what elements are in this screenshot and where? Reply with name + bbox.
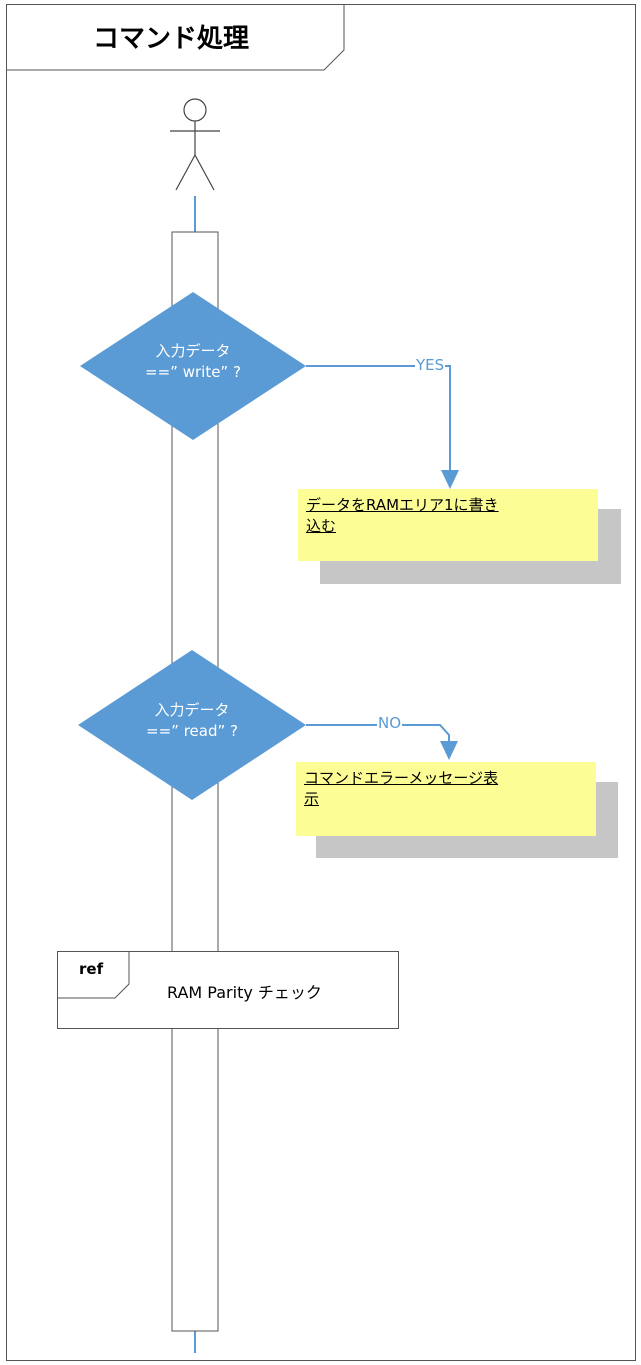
action-write-line1: データをRAMエリア1に書き <box>306 496 499 514</box>
diagram-title: コマンド処理 <box>92 23 249 54</box>
action-note-error: コマンドエラーメッセージ表 示 <box>296 762 596 836</box>
decision-write-line2: ==” write” ? <box>145 363 241 381</box>
actor-icon <box>170 98 220 191</box>
ref-label: ref <box>79 960 104 978</box>
title-tab <box>6 4 345 71</box>
ref-title: RAM Parity チェック <box>167 983 322 1002</box>
decision-write-line1: 入力データ <box>155 342 231 360</box>
action-write-line2: 込む <box>306 517 337 535</box>
yes-connector <box>306 365 451 475</box>
action-error-line1: コマンドエラーメッセージ表 <box>304 769 499 787</box>
decision-diamond-read <box>78 650 306 800</box>
decision-read-line2: ==” read” ? <box>146 722 238 740</box>
no-arrowhead <box>440 741 458 760</box>
ref-interaction-box[interactable] <box>57 951 399 1029</box>
yes-label: YES <box>415 356 446 374</box>
decision-diamond-write <box>80 292 306 440</box>
no-connector <box>306 724 450 744</box>
action-note-write: データをRAMエリア1に書き 込む <box>298 489 598 561</box>
diagram-frame <box>6 4 636 1361</box>
decision-read-text: 入力データ ==” read” ? <box>99 700 285 742</box>
action-error-line2: 示 <box>304 790 320 808</box>
no-label: NO <box>377 714 403 732</box>
decision-read-line1: 入力データ <box>154 701 230 719</box>
yes-arrowhead <box>441 470 459 489</box>
decision-write-text: 入力データ ==” write” ? <box>100 341 286 383</box>
ref-tab <box>57 951 130 999</box>
